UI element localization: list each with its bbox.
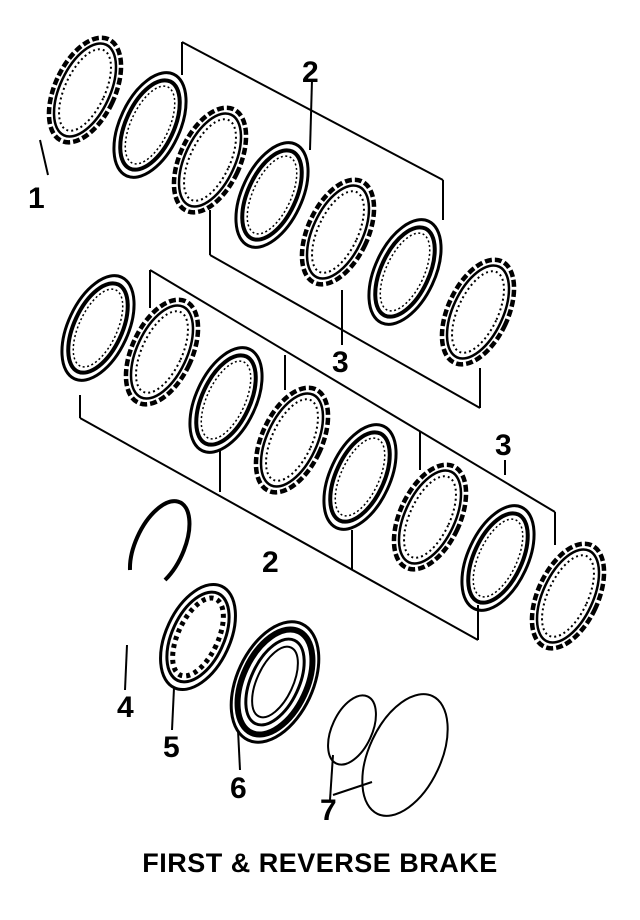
callout-6: 6	[230, 772, 247, 805]
callout-2-lower: 2	[262, 546, 279, 579]
callout-7: 7	[320, 794, 337, 827]
upper-disc-2	[219, 129, 325, 261]
leader-lines	[39, 41, 556, 801]
small-seal-ring	[327, 694, 377, 766]
part-4-snap-ring	[127, 499, 192, 582]
part-5-spring-retainer	[159, 582, 237, 692]
callout-4: 4	[117, 691, 134, 724]
large-seal-ring	[361, 693, 449, 817]
upper-plate-stack	[34, 27, 529, 376]
callout-3-lower: 3	[495, 429, 512, 462]
callout-5: 5	[163, 731, 180, 764]
upper-plate-3	[427, 249, 529, 376]
callout-2-upper: 2	[302, 56, 319, 89]
callout-1: 1	[28, 182, 45, 215]
upper-plate-2	[287, 169, 389, 296]
part-6-piston	[229, 620, 321, 744]
part-7-seal-rings	[327, 693, 449, 817]
upper-disc-3	[352, 206, 458, 338]
callout-3-upper: 3	[332, 346, 349, 379]
callout-labels: 1 2 3 3 2 4 5 6 7	[28, 56, 512, 827]
lower-plate-2	[241, 377, 343, 504]
lower-disc-1	[45, 262, 151, 394]
lower-disc-2	[173, 334, 279, 466]
lower-disc-4	[445, 492, 551, 624]
diagram-title: FIRST & REVERSE BRAKE	[142, 848, 498, 878]
